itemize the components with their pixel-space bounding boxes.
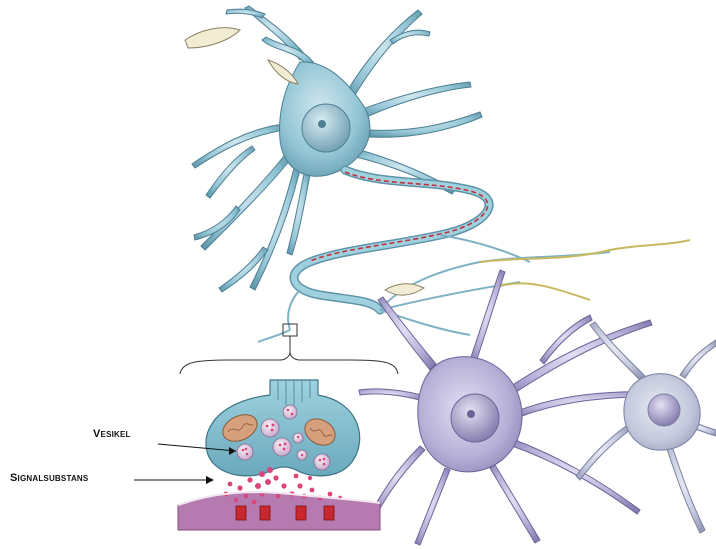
signal-substance-label: Signalsubstans	[10, 472, 88, 484]
postsynaptic-neuron	[359, 270, 660, 545]
dendrite	[470, 270, 505, 362]
dendrite	[665, 440, 705, 533]
vesicle	[237, 444, 253, 460]
glial-cell	[185, 28, 240, 48]
glial-cell	[385, 284, 424, 295]
dendrite	[378, 297, 436, 370]
vesicle	[283, 405, 297, 419]
vesicle	[261, 419, 279, 437]
receptor	[236, 506, 246, 520]
glial-cell	[268, 60, 298, 84]
postsynaptic-nucleus	[451, 394, 499, 442]
dendrite	[512, 440, 640, 514]
vesicle-label: Vesikel	[93, 428, 131, 440]
receptor	[296, 506, 306, 520]
dendrite	[680, 340, 716, 378]
vesicle	[273, 438, 291, 456]
dendrite	[359, 389, 422, 400]
third-nucleus	[648, 394, 680, 426]
dendrite	[226, 9, 265, 18]
receptor	[260, 506, 270, 520]
postsynaptic-nucleolus	[467, 410, 475, 418]
dendrite	[360, 82, 471, 118]
myelinated-fiber	[480, 240, 690, 300]
presynaptic-nucleolus	[318, 120, 326, 128]
dendrite	[415, 468, 450, 545]
dendrite	[370, 112, 482, 137]
dendrite	[505, 320, 652, 396]
dendrite	[576, 426, 630, 480]
dendrite	[490, 465, 540, 543]
synapse-inset	[178, 380, 380, 530]
vesicle	[314, 454, 330, 470]
zoom-bracket	[180, 352, 398, 374]
third-neuron	[576, 322, 716, 533]
dendrite	[373, 446, 425, 512]
dendrite	[345, 10, 422, 100]
receptor	[324, 506, 334, 520]
presynaptic-nucleus	[302, 104, 350, 152]
